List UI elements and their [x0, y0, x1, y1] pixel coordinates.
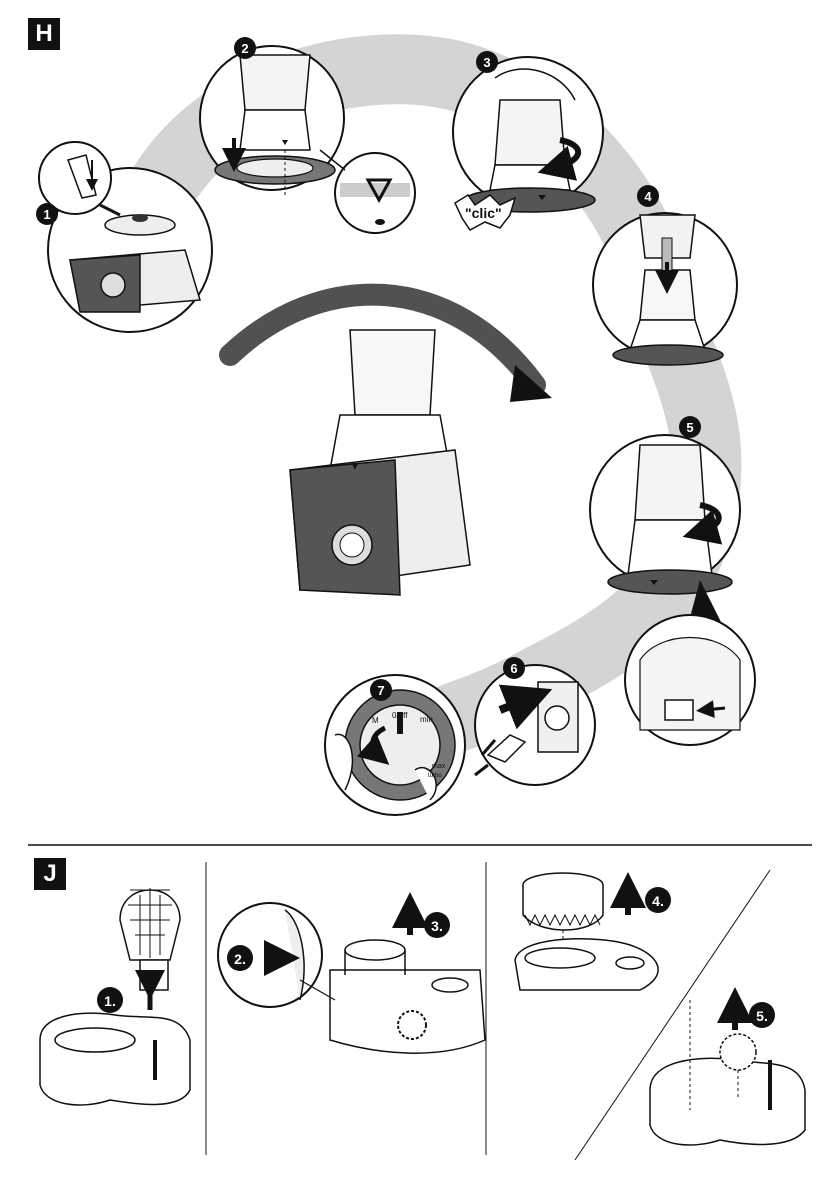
- step-badge-1: 1: [36, 203, 58, 225]
- dial-m-label: M: [372, 716, 379, 725]
- step-number: 3: [483, 55, 490, 70]
- j-step-badge-4: 4.: [645, 887, 671, 913]
- step-number: 5.: [756, 1008, 768, 1024]
- j-panel-1-illustration: [39, 888, 191, 1106]
- step-4-illustration: [592, 212, 738, 366]
- step-badge-7: 7: [370, 679, 392, 701]
- clic-text: "clic": [465, 205, 502, 221]
- dial-off-label: 0/off: [392, 711, 408, 720]
- section-h-label: H: [28, 18, 60, 50]
- step-badge-5: 5: [679, 416, 701, 438]
- step-number: 6: [510, 661, 517, 676]
- j-step-badge-5: 5.: [749, 1002, 775, 1028]
- step-badge-4: 4: [637, 185, 659, 207]
- step-5-illustration: [589, 434, 756, 746]
- dial-turbo-label: turbo: [428, 773, 442, 779]
- step-number: 7: [377, 683, 384, 698]
- step-number: 5: [686, 420, 693, 435]
- j-step-badge-3: 3.: [424, 912, 450, 938]
- clic-burst: [454, 193, 517, 231]
- diagonal-divider: [574, 869, 771, 1161]
- j-panel-2-illustration: [217, 892, 486, 1054]
- step-number: 1.: [104, 993, 116, 1009]
- j-step-badge-2: 2.: [227, 945, 253, 971]
- step-1-illustration: [38, 141, 213, 333]
- dial-max-label: max: [432, 763, 446, 770]
- step-badge-3: 3: [476, 51, 498, 73]
- step-badge-2: 2: [234, 37, 256, 59]
- step-number: 4.: [652, 893, 664, 909]
- step-number: 2.: [234, 951, 246, 967]
- step-6-illustration: [474, 664, 596, 786]
- step-7-illustration: M 0/off min max turbo: [324, 674, 466, 816]
- step-number: 2: [241, 41, 248, 56]
- step-2-illustration: [199, 45, 416, 234]
- step-number: 1: [43, 207, 50, 222]
- main-appliance-illustration: [219, 283, 552, 596]
- j-panel-3-illustration: [514, 872, 806, 1146]
- section-j-label: J: [34, 858, 66, 890]
- step-number: 4: [644, 189, 652, 204]
- dial-min-label: min: [420, 715, 433, 724]
- step-badge-6: 6: [503, 657, 525, 679]
- step-number: 3.: [431, 918, 443, 934]
- step-3-illustration: "clic": [452, 56, 604, 231]
- j-step-badge-1: 1.: [97, 987, 123, 1013]
